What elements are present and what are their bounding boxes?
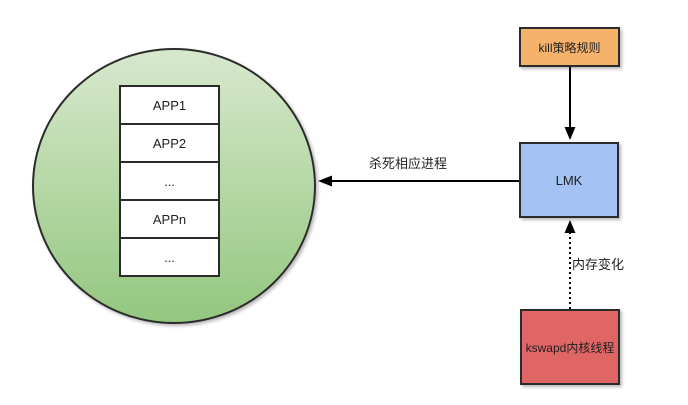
edge-label-kill-process: 杀死相应进程	[368, 156, 447, 171]
edge-policy-to-lmk	[564, 67, 576, 140]
node-kill-policy: kill策略规则	[519, 27, 620, 67]
node-lmk: LMK	[519, 142, 619, 218]
edge-label-memory-change: 内存变化	[572, 257, 625, 272]
app-stack-row: ...	[119, 161, 220, 201]
app-stack: APP1 APP2 ... APPn ...	[119, 85, 220, 277]
edge-kill-process	[318, 175, 519, 187]
node-kswapd: kswapd内核线程	[520, 309, 620, 385]
app-stack-row: ...	[119, 237, 220, 277]
app-stack-row: APP2	[119, 123, 220, 163]
app-stack-row: APP1	[119, 85, 220, 125]
app-stack-row: APPn	[119, 199, 220, 239]
